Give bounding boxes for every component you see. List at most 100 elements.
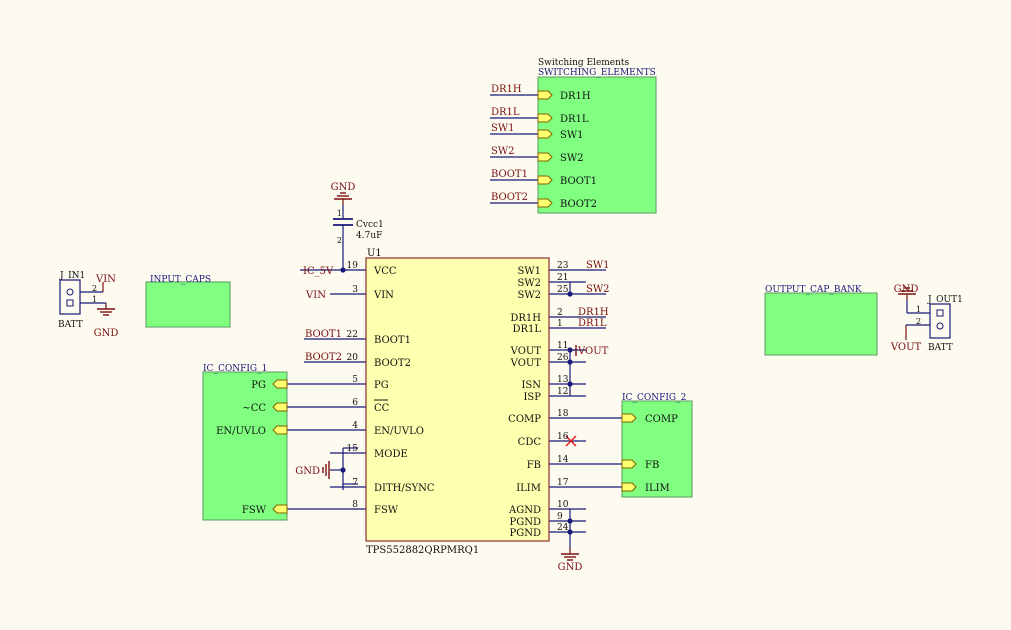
port-label-config2-0: COMP bbox=[645, 414, 678, 425]
j-in-pin-1: 1 bbox=[92, 295, 97, 304]
port-sw1 bbox=[537, 129, 553, 139]
pin-name-right-18: COMP bbox=[508, 414, 541, 425]
net-label-boot2-u1: BOOT2 bbox=[305, 352, 342, 363]
port-label-boot2: BOOT2 bbox=[560, 199, 597, 210]
gnd-bottom-label: GND bbox=[558, 562, 583, 573]
gnd-jin-label: GND bbox=[94, 328, 119, 339]
pin-num-right-11: 11 bbox=[557, 341, 568, 351]
sheet-name-input-caps: INPUT_CAPS bbox=[150, 275, 211, 285]
net-label-sw2-u1: SW2 bbox=[586, 284, 610, 295]
pin-name-right-11: VOUT bbox=[510, 346, 542, 357]
j-out-pin-circle bbox=[936, 322, 944, 330]
cap-value: 4.7uF bbox=[356, 231, 382, 241]
pin-num-left-22: 22 bbox=[347, 330, 358, 340]
port-label-dr1l: DR1L bbox=[560, 114, 589, 125]
port-config1-3 bbox=[272, 504, 288, 514]
j-in-ref: J_IN1 bbox=[59, 271, 85, 281]
pin-name-right-17: ILIM bbox=[516, 483, 541, 494]
pin-name-left-22: BOOT1 bbox=[374, 335, 411, 346]
sheet-name-ic-config-1: IC_CONFIG_1 bbox=[203, 364, 267, 374]
port-label-config1-1: ~CC bbox=[242, 403, 266, 414]
pin-num-right-24: 24 bbox=[557, 523, 569, 533]
pin-num-right-10: 10 bbox=[557, 500, 569, 510]
pin-num-right-9: 9 bbox=[557, 512, 563, 522]
pin-num-right-16: 16 bbox=[557, 432, 569, 442]
j-out-pin-2: 2 bbox=[916, 317, 921, 326]
pin-name-right-14: FB bbox=[527, 460, 541, 471]
junction-dot bbox=[567, 381, 573, 387]
sheet-ic-config-1 bbox=[202, 371, 288, 521]
pin-name-right-13: ISN bbox=[521, 380, 541, 391]
ic-u1-body bbox=[365, 257, 550, 542]
pin-name-left-20: BOOT2 bbox=[374, 358, 411, 369]
j-in-pin-circle bbox=[66, 288, 74, 296]
pin-num-right-17: 17 bbox=[557, 478, 569, 488]
ic-u1-ref: U1 bbox=[367, 248, 382, 259]
pin-name-left-7: DITH/SYNC bbox=[374, 483, 435, 494]
pin-name-right-2: DR1H bbox=[510, 313, 541, 324]
port-label-config2-1: FB bbox=[645, 460, 659, 471]
port-label-config2-2: ILIM bbox=[645, 483, 670, 494]
j-out-ref: J_OUT1 bbox=[927, 295, 963, 305]
port-config2-1 bbox=[621, 459, 637, 469]
net-label-boot2: BOOT2 bbox=[491, 192, 528, 203]
pin-name-left-5: PG bbox=[374, 380, 389, 391]
port-label-boot1: BOOT1 bbox=[560, 176, 597, 187]
pin-name-right-23: SW1 bbox=[518, 266, 542, 277]
net-label-sw1-u1: SW1 bbox=[586, 260, 610, 271]
net-label-vout-u1: VOUT bbox=[577, 346, 609, 357]
pin-num-right-12: 12 bbox=[557, 387, 568, 397]
port-sw2 bbox=[537, 152, 553, 162]
pin-num-left-8: 8 bbox=[352, 500, 358, 510]
pin-name-right-26: VOUT bbox=[510, 358, 542, 369]
pin-num-left-5: 5 bbox=[352, 375, 358, 385]
port-label-sw2: SW2 bbox=[560, 153, 584, 164]
pin-num-right-13: 13 bbox=[557, 375, 569, 385]
cap-pin-2: 2 bbox=[337, 236, 342, 245]
pin-num-right-18: 18 bbox=[557, 409, 569, 419]
pin-num-right-26: 26 bbox=[557, 353, 569, 363]
sheet-name-output-cap-bank: OUTPUT_CAP_BANK bbox=[765, 285, 862, 295]
sheet-input-caps bbox=[145, 281, 231, 328]
port-config2-2 bbox=[621, 482, 637, 492]
gnd-mode-label: GND bbox=[295, 466, 320, 477]
pin-num-left-4: 4 bbox=[352, 421, 358, 431]
sheet-name-ic-config-2: IC_CONFIG_2 bbox=[622, 393, 686, 403]
sheet-switching-elements bbox=[537, 76, 657, 214]
junction-dot bbox=[567, 359, 573, 365]
net-label-jin-vin: VIN bbox=[95, 274, 116, 285]
junction-dot bbox=[567, 529, 573, 535]
port-config1-1 bbox=[272, 402, 288, 412]
gnd-jout-symbol bbox=[898, 287, 916, 300]
net-label-sw2: SW2 bbox=[491, 146, 515, 157]
port-label-dr1h: DR1H bbox=[560, 91, 591, 102]
net-label-boot1-u1: BOOT1 bbox=[305, 329, 342, 340]
pin-num-right-21: 21 bbox=[557, 273, 568, 283]
port-boot1 bbox=[537, 175, 553, 185]
pin-name-left-15: MODE bbox=[374, 449, 408, 460]
pin-name-right-25: SW2 bbox=[518, 290, 542, 301]
j-in-body bbox=[59, 279, 81, 315]
net-label-ic5v: IC_5V bbox=[303, 266, 334, 277]
pin-name-right-12: ISP bbox=[523, 392, 541, 403]
pin-num-right-23: 23 bbox=[557, 261, 569, 271]
port-label-config1-2: EN/UVLO bbox=[216, 426, 266, 437]
sheet-name-switching: SWITCHING_ELEMENTS bbox=[538, 68, 656, 78]
cap-ref: Cvcc1 bbox=[356, 220, 384, 230]
j-in-pin-square bbox=[66, 299, 74, 307]
pin-name-right-1: DR1L bbox=[512, 324, 541, 335]
net-label-sw1: SW1 bbox=[491, 123, 515, 134]
junction-dot bbox=[567, 518, 573, 524]
cap-pin-1: 1 bbox=[337, 209, 342, 218]
pin-name-right-24: PGND bbox=[510, 528, 541, 539]
sheet-output-cap-bank bbox=[764, 292, 878, 356]
pin-num-left-19: 19 bbox=[347, 261, 359, 271]
port-config1-2 bbox=[272, 425, 288, 435]
pin-name-left-3: VIN bbox=[373, 290, 394, 301]
pin-name-left-4: EN/UVLO bbox=[374, 426, 424, 437]
pin-name-right-9: PGND bbox=[510, 517, 541, 528]
pin-name-left-19: VCC bbox=[373, 266, 397, 277]
j-out-pin-square bbox=[936, 309, 944, 317]
pin-num-right-25: 25 bbox=[557, 285, 569, 295]
